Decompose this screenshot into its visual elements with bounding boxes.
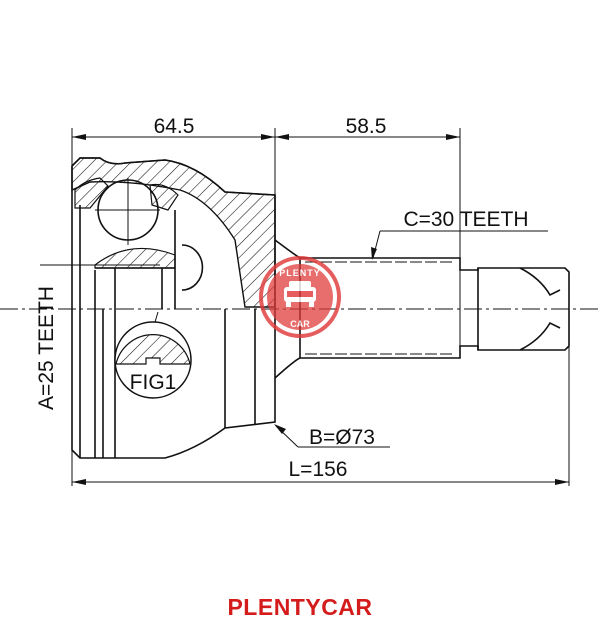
b-leader xyxy=(274,424,390,448)
c-leader xyxy=(371,230,548,260)
dim-64-5: 64.5 xyxy=(154,115,195,138)
dimension-lines xyxy=(72,134,569,485)
fig1-detail: FIG1 xyxy=(114,311,192,399)
joint-housing xyxy=(71,157,276,459)
plentycar-watermark-logo: PLENTY CAR xyxy=(259,256,341,338)
c-teeth-label: C=30 TEETH xyxy=(403,208,528,231)
svg-text:CAR: CAR xyxy=(290,319,310,329)
brand-name: PLENTYCAR xyxy=(227,594,373,620)
fig1-label: FIG1 xyxy=(130,371,177,394)
svg-text:PLENTY: PLENTY xyxy=(279,268,321,278)
dim-58-5: 58.5 xyxy=(346,115,387,138)
a-teeth-label: A=25 TEETH xyxy=(35,286,58,410)
total-length-label: L=156 xyxy=(289,458,348,481)
b-diameter-label: B=Ø73 xyxy=(309,426,375,449)
